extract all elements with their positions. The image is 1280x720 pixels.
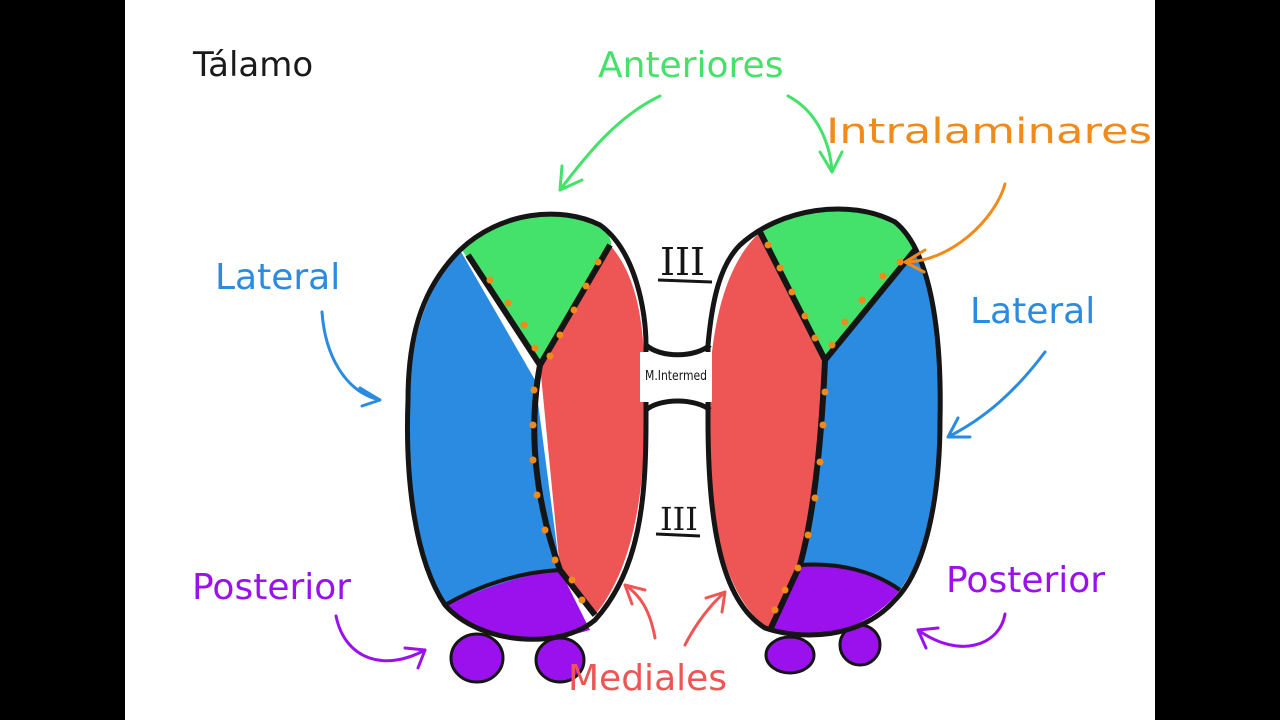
label-posterior-left: Posterior (192, 567, 351, 608)
third-ventricle-label-bottom: III (660, 500, 698, 538)
arrow-posterior-left (334, 614, 427, 670)
arrow-intralaminares (903, 182, 1007, 274)
left-posterior-lobe-1 (449, 632, 505, 684)
right-medial-region (708, 232, 825, 630)
label-mediales: Mediales (568, 658, 727, 699)
left-medial-region (540, 245, 645, 615)
label-lateral-left: Lateral (215, 257, 340, 298)
left-lateral-region (409, 250, 560, 605)
label-intralaminares: Intralaminares (826, 112, 1152, 152)
arrow-lateral-left (320, 310, 382, 408)
right-thalamus (705, 206, 943, 675)
third-ventricle-label-top: III (660, 240, 705, 284)
right-posterior-lobe-1 (764, 635, 816, 675)
left-intralaminar-dots (486, 258, 602, 604)
page-title: Tálamo (192, 45, 313, 85)
label-anteriores: Anteriores (598, 45, 783, 86)
left-thalamus-outline (405, 211, 649, 642)
right-intralaminar-dots (764, 241, 904, 614)
third-ventricle-underline-bottom (655, 532, 701, 538)
right-anterior-region (760, 210, 915, 360)
right-posterior-region (770, 564, 900, 636)
arrow-posterior-right (916, 612, 1007, 650)
left-thalamus (405, 211, 649, 684)
right-lateral-region (800, 250, 941, 590)
right-posterior-border (799, 562, 902, 592)
arrow-anteriores-right (786, 94, 844, 174)
left-anterior-region (462, 213, 612, 365)
label-posterior-right: Posterior (946, 560, 1105, 601)
right-thalamus-outline (705, 206, 943, 638)
arrow-anteriores-left (558, 94, 662, 192)
interthalamic-adhesion: M.Intermed (640, 342, 712, 413)
arrow-mediales-left (623, 583, 657, 640)
right-internal-lamina (757, 230, 918, 632)
label-lateral-right: Lateral (970, 291, 1095, 332)
adhesion-label: M.Intermed (645, 369, 707, 384)
arrow-mediales-right (683, 590, 727, 647)
left-posterior-border (444, 568, 561, 607)
arrow-lateral-right (946, 350, 1047, 439)
left-posterior-region (445, 570, 590, 640)
third-ventricle-underline-top (657, 278, 713, 284)
